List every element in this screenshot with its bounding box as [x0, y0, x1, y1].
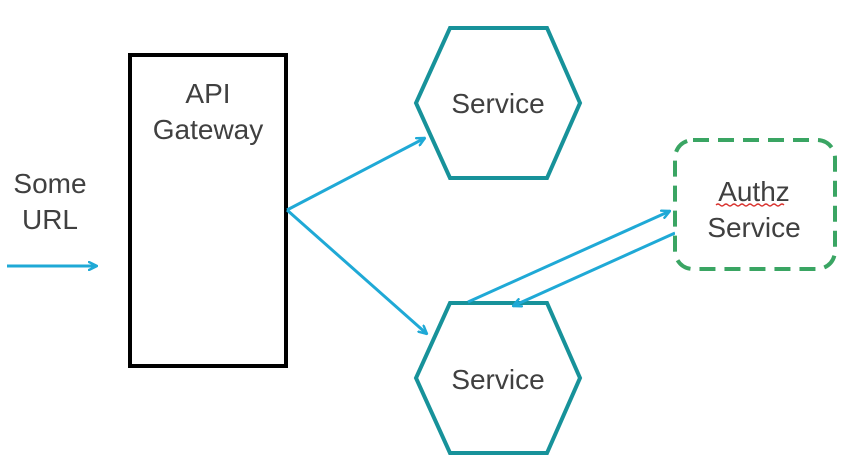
authz-to-service-arrow — [513, 231, 676, 306]
service-bottom-shape — [413, 301, 583, 455]
spellcheck-underline — [715, 203, 785, 207]
authz-label-line2: Service — [707, 212, 800, 243]
api-gateway-label-line1: API — [185, 78, 230, 109]
authz-service-box: Authz Service — [673, 138, 837, 271]
service-bottom-label: Service — [451, 364, 544, 395]
api-gateway-box: API Gateway — [128, 53, 288, 368]
api-gateway-label-line2: Gateway — [153, 114, 264, 145]
service-to-authz-arrow — [467, 211, 670, 304]
source-label-line1: Some — [13, 168, 86, 199]
service-top-shape — [413, 26, 583, 180]
service-top-hexagon: Service — [413, 26, 583, 180]
source-label-line2: URL — [22, 204, 78, 235]
authz-label-line1: Authz — [718, 176, 790, 207]
gateway-to-top-service-arrow — [286, 136, 425, 212]
service-top-label: Service — [451, 88, 544, 119]
gateway-to-bottom-service-arrow — [286, 208, 427, 334]
service-bottom-hexagon: Service — [413, 301, 583, 455]
authz-service-border — [673, 138, 837, 271]
api-gateway-border — [128, 53, 288, 368]
source-label: Some URL — [13, 168, 86, 235]
